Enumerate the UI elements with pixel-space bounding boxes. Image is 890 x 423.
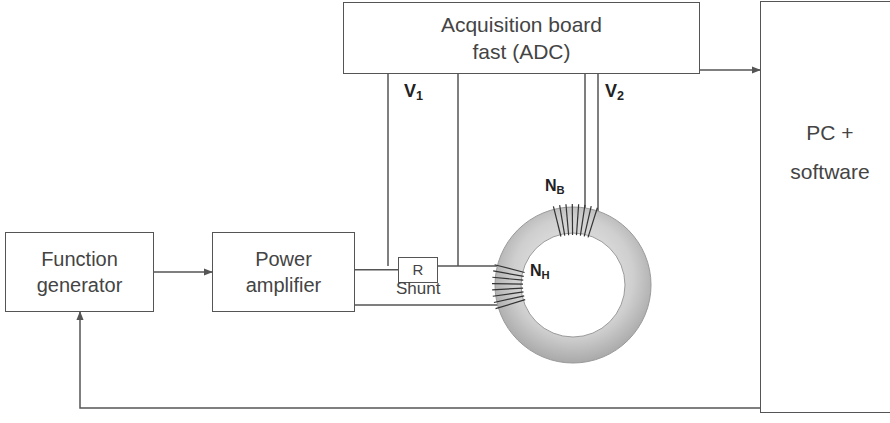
winding-stroke (560, 205, 565, 236)
winding-stroke (492, 283, 523, 285)
process-box: Power amplifier (212, 232, 355, 312)
probe-wire (457, 74, 459, 266)
winding-stroke (553, 206, 560, 236)
symbol-letter: V (404, 81, 416, 101)
computer-box: PC + software (760, 1, 890, 413)
symbol-letter: V (605, 81, 617, 101)
winding-stroke (492, 277, 523, 280)
process-box: Function generator (5, 232, 154, 312)
circuit-wire (355, 269, 398, 271)
box-text: Function generator (14, 246, 145, 298)
circuit-wire (353, 304, 498, 306)
subscript: 2 (617, 89, 624, 103)
winding-stroke (580, 205, 585, 236)
winding-stroke (572, 204, 573, 235)
box-text: Acquisition board fast (ADC) (427, 11, 617, 66)
signal-name: V1 (404, 82, 423, 104)
subscript: H (542, 269, 550, 281)
winding-stroke (566, 204, 569, 235)
resistor-symbol: R (398, 257, 438, 283)
box-text: PC + software (790, 114, 869, 192)
coil-windings (492, 204, 597, 309)
signal-arrow (80, 312, 760, 408)
winding-stroke (493, 292, 524, 296)
subscript: B (557, 184, 565, 196)
symbol-letter: N (545, 177, 557, 194)
probe-wire (584, 74, 586, 208)
signal-arrow (154, 271, 212, 273)
winding-stroke (495, 265, 525, 273)
winding-label: NH (530, 262, 550, 281)
box-text: Power amplifier (221, 246, 346, 298)
subscript: 1 (416, 89, 423, 103)
probe-wire (597, 74, 599, 211)
winding-stroke (576, 204, 578, 235)
symbol-letter: N (530, 262, 542, 279)
winding-stroke (588, 208, 597, 238)
signal-name: V2 (605, 82, 624, 104)
winding-stroke (494, 296, 524, 303)
winding-stroke (492, 288, 523, 290)
box-text: R (413, 260, 424, 280)
circuit-wire (438, 265, 497, 267)
winding-stroke (493, 271, 524, 276)
probe-wire (387, 74, 389, 266)
signal-arrow (700, 69, 760, 71)
component-label: Shunt (396, 280, 440, 299)
winding-label: NB (545, 177, 565, 196)
process-box: Acquisition board fast (ADC) (343, 2, 700, 74)
